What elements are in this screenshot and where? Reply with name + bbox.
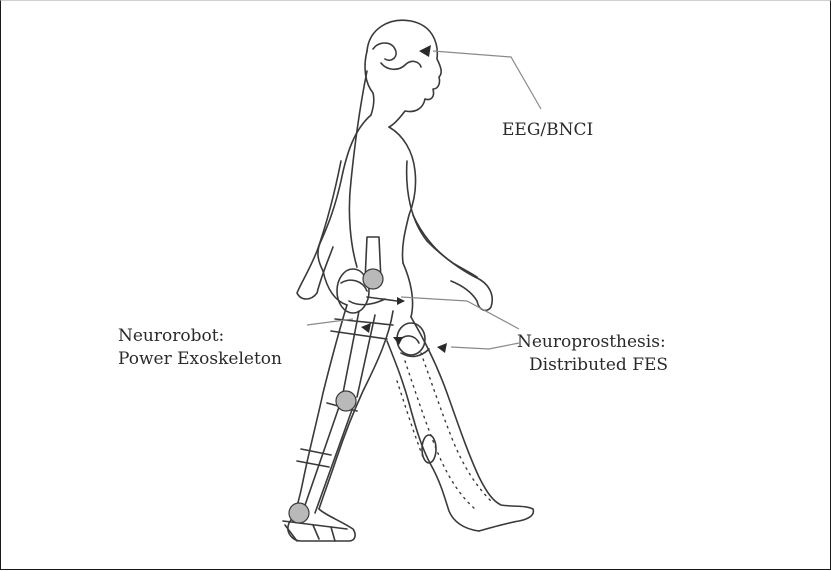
thigh-arrow-head-2 [437,343,447,353]
exo-leader-line [307,319,353,325]
front-arm [407,161,493,310]
torso-front [389,127,416,263]
torso-back [318,115,371,271]
exo-shank-bar [303,407,353,513]
eeg-arrow-head [419,45,431,57]
neurorobot-label: Neurorobot: Power Exoskeleton [118,325,282,371]
fes-dots-1 [405,361,475,509]
brain-signal-curls [373,43,421,69]
head-outline [367,20,441,127]
eeg-leader-line [433,51,541,109]
spine-line [349,71,367,267]
neuroprosthesis-label-line2: Distributed FES [517,354,668,377]
neuroprosthesis-label: Neuroprosthesis: Distributed FES [517,331,668,377]
neurorobot-label-line2: Power Exoskeleton [118,348,282,371]
fes-leader-line-lower [451,343,519,349]
neuroprosthesis-label-line1: Neuroprosthesis: [517,331,668,354]
eeg-label: EEG/BNCI [502,119,593,142]
back-arm [297,161,341,299]
exo-arrow-head [361,323,371,333]
neurorobot-label-line1: Neurorobot: [118,325,282,348]
neck-outline [365,51,374,115]
exo-thigh-bar [343,237,381,397]
fes-leader-line-upper [401,297,519,329]
fes-dots-3 [397,381,423,457]
exo-ankle-joint [289,503,309,523]
exo-knee-joint [336,391,356,411]
fes-leg-outline-back [387,341,479,531]
hip-arrow-head [397,297,405,305]
exo-hip-joint [363,269,383,289]
front-arm-inner [413,215,477,277]
